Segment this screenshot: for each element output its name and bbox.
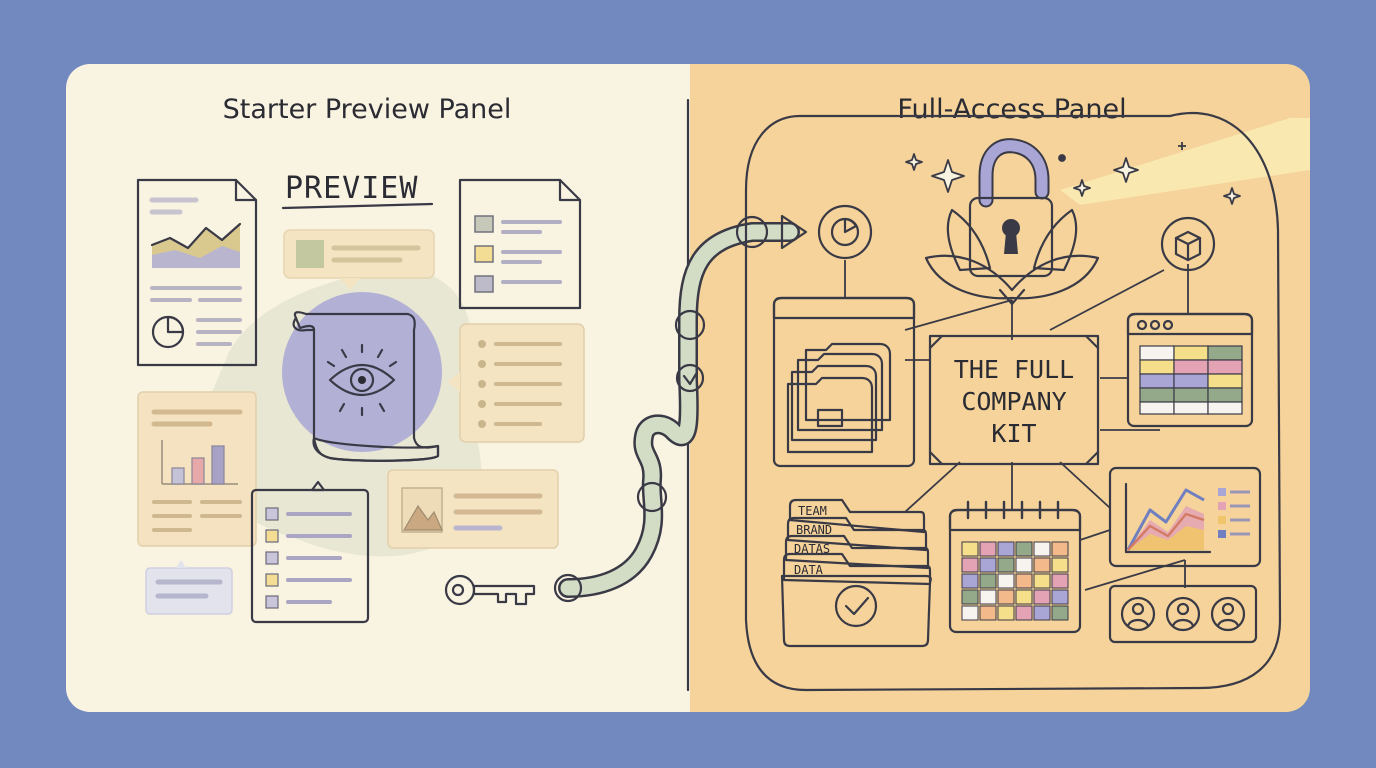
lavender-circle xyxy=(282,292,442,452)
calendar-cell xyxy=(1033,541,1051,557)
path-node-start xyxy=(553,573,583,603)
avatar xyxy=(1120,596,1156,632)
calendar-cell xyxy=(1015,605,1033,621)
calendar-cell xyxy=(979,541,997,557)
path-node-lavender xyxy=(735,215,769,249)
calendar-grid xyxy=(961,541,1069,621)
spreadsheet-window xyxy=(1126,312,1254,428)
avatar xyxy=(1210,596,1246,632)
image-text-card xyxy=(387,469,559,549)
right-panel: Full-Access Panel xyxy=(744,94,1282,692)
right-panel-title: Full-Access Panel xyxy=(897,94,1126,125)
arrow-head xyxy=(780,214,808,250)
calendar-cell xyxy=(979,589,997,605)
bar-chart-card xyxy=(137,391,257,547)
left-panel-title: Starter Preview Panel xyxy=(223,94,512,125)
calendar-cell xyxy=(961,573,979,589)
calendar-cell xyxy=(997,541,1015,557)
avatar xyxy=(1165,596,1201,632)
path-node-pink xyxy=(636,481,668,513)
preview-label: PREVIEW xyxy=(285,171,418,206)
sparkle-icons xyxy=(905,142,1241,205)
key-icon xyxy=(444,574,536,606)
calendar-cell xyxy=(961,557,979,573)
preview-scroll xyxy=(282,292,442,462)
calendar-cell xyxy=(1051,605,1069,621)
folder-tab-brand: BRAND xyxy=(796,523,832,537)
calendar-cell xyxy=(1033,573,1051,589)
calendar-cell xyxy=(1051,541,1069,557)
calendar-cell xyxy=(961,589,979,605)
calendar-cell xyxy=(1015,557,1033,573)
line-chart-window xyxy=(1108,466,1262,568)
path-node-yellow xyxy=(674,309,706,341)
calendar-cell xyxy=(979,573,997,589)
progress-path xyxy=(553,214,808,603)
report-document xyxy=(136,178,258,367)
calendar-cell xyxy=(961,541,979,557)
calendar-cell xyxy=(997,573,1015,589)
analytics-circle-icon xyxy=(817,204,873,260)
list-card xyxy=(448,323,585,443)
message-bubble-card xyxy=(283,229,435,290)
calendar-cell xyxy=(1033,605,1051,621)
labeled-folders: TEAM BRAND DATAS DATA xyxy=(780,498,932,648)
calendar-cell xyxy=(1015,541,1033,557)
calendar-cell xyxy=(997,557,1015,573)
kit-title-line-1: THE FULL xyxy=(954,355,1074,384)
calendar-cell xyxy=(1051,557,1069,573)
team-avatars-card xyxy=(1108,584,1258,644)
calendar-cell xyxy=(1033,589,1051,605)
calendar-cell xyxy=(997,589,1015,605)
calendar-cell xyxy=(961,605,979,621)
check-icon xyxy=(834,584,878,628)
preview-underline xyxy=(281,202,434,210)
left-panel: Starter Preview Panel PREVIEW xyxy=(136,94,585,624)
folder-tab-datas: DATAS xyxy=(794,542,830,556)
calendar-cell xyxy=(1033,557,1051,573)
calendar-cell xyxy=(997,605,1015,621)
calendar-cell xyxy=(1051,589,1069,605)
connection-lines xyxy=(844,260,1189,591)
folder-tab-data: DATA xyxy=(794,563,824,577)
folder-tab-team: TEAM xyxy=(798,504,827,518)
kit-title-line-3: KIT xyxy=(991,419,1036,448)
calendar-cell xyxy=(1015,589,1033,605)
small-message-bubble xyxy=(145,560,233,615)
unlocked-padlock xyxy=(924,138,1100,306)
calendar-cell xyxy=(1051,573,1069,589)
eye-icon xyxy=(328,364,396,396)
folders-window xyxy=(772,296,916,468)
company-kit-card: THE FULL COMPANY KIT xyxy=(928,334,1100,466)
calendar-icon xyxy=(948,500,1082,634)
calendar-cell xyxy=(979,605,997,621)
calendar-cell xyxy=(1015,573,1033,589)
package-circle-icon xyxy=(1160,216,1216,272)
checklist-document xyxy=(458,178,582,310)
inner-frame xyxy=(744,111,1282,692)
kit-title-line-2: COMPANY xyxy=(961,387,1066,416)
calendar-cell xyxy=(979,557,997,573)
bottom-checklist xyxy=(250,480,370,624)
path-node-check xyxy=(675,363,705,393)
